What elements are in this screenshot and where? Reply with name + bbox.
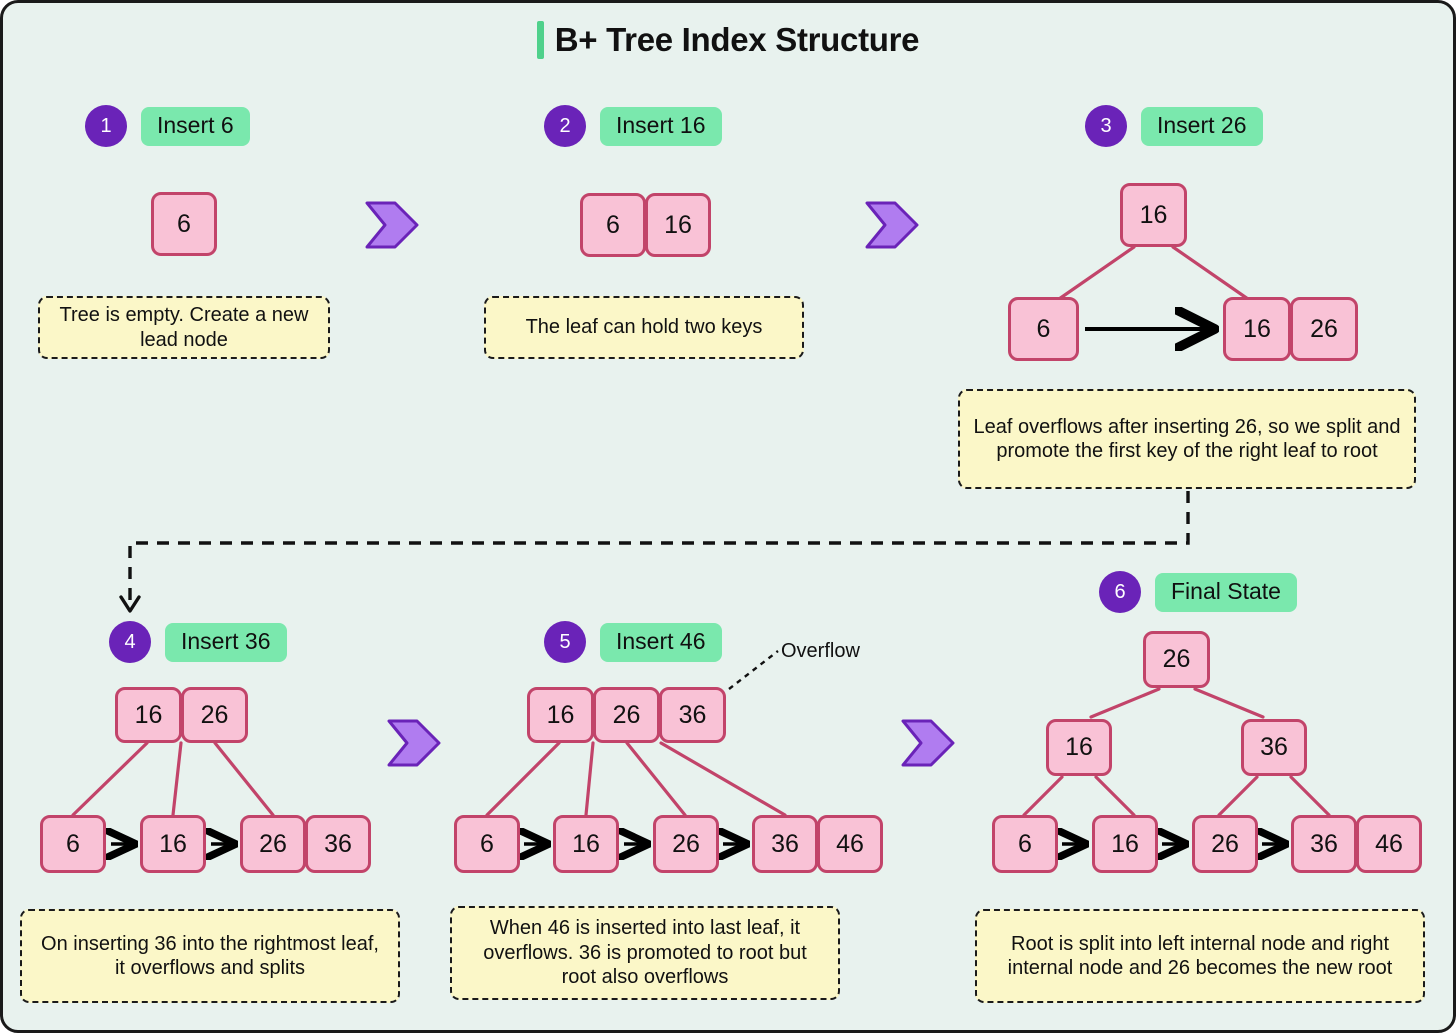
step-badge-6: 6 bbox=[1099, 571, 1141, 613]
chevron-step1-to-step2 bbox=[365, 201, 419, 249]
step-badge-1: 1 bbox=[85, 105, 127, 147]
overflow-leader-line bbox=[728, 650, 779, 690]
step-header-5: 5 Insert 46 bbox=[544, 621, 722, 663]
step1-leaf-node: 6 bbox=[151, 192, 217, 256]
step-header-6: 6 Final State bbox=[1099, 571, 1297, 613]
key-cell: 46 bbox=[817, 815, 883, 873]
chevron-step2-to-step3 bbox=[865, 201, 919, 249]
step-badge-5: 5 bbox=[544, 621, 586, 663]
step-header-2: 2 Insert 16 bbox=[544, 105, 722, 147]
key-cell: 16 bbox=[553, 815, 619, 873]
key-cell: 16 bbox=[527, 687, 594, 743]
step4-leaf-node-1: 6 bbox=[40, 815, 106, 873]
step-label-4[interactable]: Insert 36 bbox=[165, 622, 287, 662]
key-cell: 26 bbox=[240, 815, 306, 873]
tree-links-step4 bbox=[71, 741, 275, 817]
title-accent-bar bbox=[536, 21, 544, 59]
flow-connector-arrowhead bbox=[119, 595, 141, 613]
step2-note: The leaf can hold two keys bbox=[484, 296, 804, 359]
title-text: B+ Tree Index Structure bbox=[554, 21, 920, 58]
step1-note: Tree is empty. Create a new lead node bbox=[38, 296, 330, 359]
key-cell: 46 bbox=[1356, 815, 1422, 873]
key-cell: 6 bbox=[151, 192, 217, 256]
step3-root-node: 16 bbox=[1120, 183, 1187, 247]
step-header-3: 3 Insert 26 bbox=[1085, 105, 1263, 147]
flow-connector-step3-to-step4 bbox=[128, 491, 1190, 607]
step4-leaf-node-3: 26 36 bbox=[240, 815, 371, 873]
key-cell: 6 bbox=[992, 815, 1058, 873]
tree-links-step5 bbox=[485, 741, 787, 817]
key-cell: 36 bbox=[1291, 815, 1357, 873]
key-cell: 16 bbox=[140, 815, 206, 873]
step-badge-2: 2 bbox=[544, 105, 586, 147]
step-badge-4: 4 bbox=[109, 621, 151, 663]
key-cell: 16 bbox=[1223, 297, 1291, 361]
step6-internal-node-right: 36 bbox=[1241, 719, 1307, 776]
step5-leaf-node-3: 26 bbox=[653, 815, 719, 873]
step3-leaf-node-1: 6 bbox=[1008, 297, 1079, 361]
key-cell: 26 bbox=[181, 687, 248, 743]
step3-note: Leaf overflows after inserting 26, so we… bbox=[958, 389, 1416, 489]
step6-leaf-node-3: 26 bbox=[1192, 815, 1258, 873]
page-title: B+ Tree Index Structure bbox=[3, 21, 1453, 59]
step5-leaf-node-2: 16 bbox=[553, 815, 619, 873]
tree-links-step3 bbox=[1057, 245, 1250, 301]
key-cell: 16 bbox=[115, 687, 182, 743]
key-cell: 36 bbox=[752, 815, 818, 873]
step5-root-node: 16 26 36 bbox=[527, 687, 726, 743]
key-cell: 16 bbox=[1046, 719, 1112, 776]
step2-leaf-node: 6 16 bbox=[580, 193, 711, 257]
step6-leaf-node-4: 36 46 bbox=[1291, 815, 1422, 873]
step4-leaf-node-2: 16 bbox=[140, 815, 206, 873]
step5-leaf-node-1: 6 bbox=[454, 815, 520, 873]
key-cell: 26 bbox=[653, 815, 719, 873]
step4-note: On inserting 36 into the rightmost leaf,… bbox=[20, 909, 400, 1003]
overflow-annotation: Overflow bbox=[781, 640, 860, 662]
step6-note: Root is split into left internal node an… bbox=[975, 909, 1425, 1003]
key-cell: 6 bbox=[1008, 297, 1079, 361]
step5-note: When 46 is inserted into last leaf, it o… bbox=[450, 906, 840, 1000]
step-header-1: 1 Insert 6 bbox=[85, 105, 250, 147]
key-cell: 26 bbox=[1143, 631, 1210, 688]
chevron-step4-to-step5 bbox=[387, 719, 441, 767]
key-cell: 16 bbox=[645, 193, 711, 257]
key-cell: 16 bbox=[1120, 183, 1187, 247]
step-header-4: 4 Insert 36 bbox=[109, 621, 287, 663]
step-label-2[interactable]: Insert 16 bbox=[600, 106, 722, 146]
step6-root-node: 26 bbox=[1143, 631, 1210, 688]
key-cell: 36 bbox=[1241, 719, 1307, 776]
step6-leaf-node-1: 6 bbox=[992, 815, 1058, 873]
key-cell: 26 bbox=[593, 687, 660, 743]
step-badge-3: 3 bbox=[1085, 105, 1127, 147]
key-cell: 26 bbox=[1290, 297, 1358, 361]
key-cell: 16 bbox=[1092, 815, 1158, 873]
step-label-1[interactable]: Insert 6 bbox=[141, 106, 250, 146]
step5-leaf-node-4: 36 46 bbox=[752, 815, 883, 873]
key-cell: 6 bbox=[40, 815, 106, 873]
key-cell: 36 bbox=[659, 687, 726, 743]
key-cell: 6 bbox=[454, 815, 520, 873]
step-label-5[interactable]: Insert 46 bbox=[600, 622, 722, 662]
key-cell: 6 bbox=[580, 193, 646, 257]
step6-leaf-node-2: 16 bbox=[1092, 815, 1158, 873]
chevron-step5-to-step6 bbox=[901, 719, 955, 767]
key-cell: 26 bbox=[1192, 815, 1258, 873]
step4-root-node: 16 26 bbox=[115, 687, 248, 743]
key-cell: 36 bbox=[305, 815, 371, 873]
step3-leaf-node-2: 16 26 bbox=[1223, 297, 1358, 361]
step6-internal-node-left: 16 bbox=[1046, 719, 1112, 776]
step-label-6[interactable]: Final State bbox=[1155, 572, 1297, 612]
step-label-3[interactable]: Insert 26 bbox=[1141, 106, 1263, 146]
connector-overlay bbox=[71, 201, 1331, 1033]
